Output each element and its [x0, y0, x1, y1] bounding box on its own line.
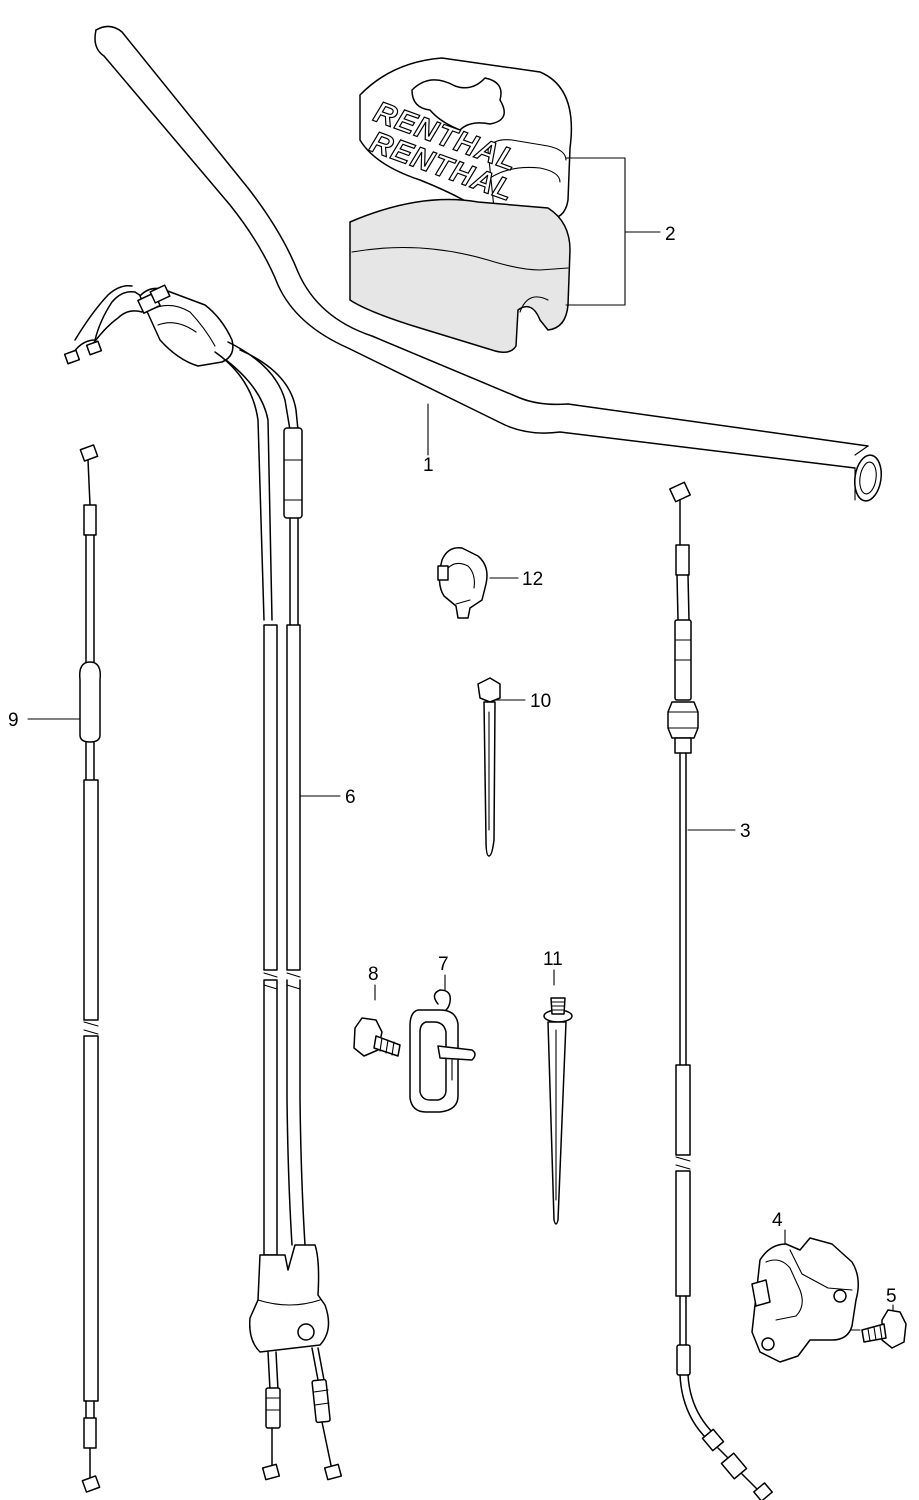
handlebar[interactable]	[94, 25, 884, 502]
cable-clamp[interactable]	[437, 547, 488, 619]
bolt-5[interactable]	[861, 1309, 907, 1349]
throttle-cable-assembly[interactable]	[63, 284, 343, 1481]
callout-10: 10	[530, 691, 551, 712]
callout-7: 7	[438, 954, 449, 975]
bolt-8[interactable]	[353, 1017, 401, 1057]
callout-5: 5	[886, 1286, 897, 1307]
callout-6: 6	[345, 787, 356, 808]
lever-holder[interactable]	[751, 1237, 859, 1363]
callout-12: 12	[522, 569, 543, 590]
cable-guide[interactable]	[409, 989, 476, 1113]
cable-tie-11[interactable]	[543, 997, 573, 1225]
clutch-cable[interactable]	[667, 481, 773, 1500]
cable-9[interactable]	[78, 444, 102, 1493]
callout-2: 2	[665, 224, 676, 245]
callout-4: 4	[772, 1210, 783, 1231]
callout-8: 8	[368, 964, 379, 985]
callout-labels: 1 2 3 4 5 6 7 8 9 10 11 12	[8, 224, 897, 1307]
callout-11: 11	[543, 949, 563, 970]
callout-3: 3	[740, 821, 751, 842]
callout-9: 9	[8, 710, 19, 731]
callout-1: 1	[423, 455, 434, 476]
handlebar-pad[interactable]: RENTHAL RENTHAL	[349, 57, 573, 353]
cable-tie-10[interactable]	[477, 677, 501, 857]
